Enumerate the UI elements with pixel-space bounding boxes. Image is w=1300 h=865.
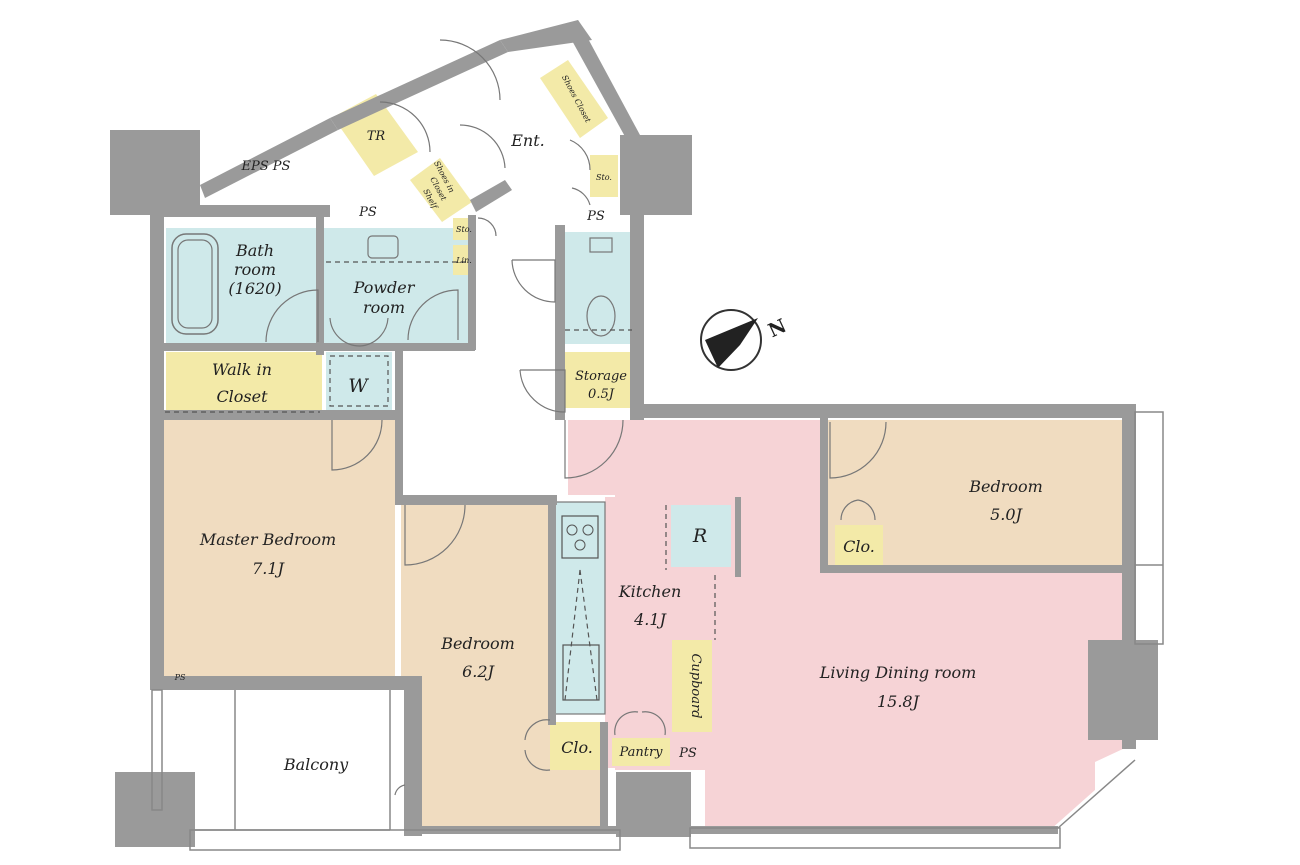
kitchen-label-2: 4.1J [633, 610, 667, 629]
cupboard-label: Cupboard [688, 653, 703, 718]
walk-in-closet-area [166, 352, 322, 410]
toilet-tank [589, 237, 613, 253]
clo-a-area [835, 525, 883, 565]
sto-b-area [590, 155, 618, 197]
bedroom-mid-label-1: Bedroom [440, 634, 515, 653]
washer-area [326, 352, 392, 410]
windows [151, 411, 1164, 851]
entrance-label: Ent. [510, 131, 545, 150]
walk-in-closet-label-1: Walk in [212, 360, 272, 379]
kitchen-label-1: Kitchen [618, 582, 682, 601]
clo-b-area [550, 722, 600, 770]
sto-b-label: Sto. [596, 173, 612, 182]
powder-room-label-2: room [363, 298, 405, 317]
kitchen-sink [562, 644, 600, 701]
toilet-area [565, 232, 633, 344]
powder-room-area [322, 228, 472, 348]
walls [110, 20, 1158, 847]
clo-b-label: Clo. [561, 738, 593, 757]
fridge-label: R [692, 525, 707, 547]
balcony-label: Balcony [283, 755, 349, 774]
column-n [620, 135, 692, 215]
shoes-in-closet-area [410, 158, 472, 222]
cupboard-area [672, 640, 712, 732]
column-s [616, 772, 691, 837]
living-dining-label-2: 15.8J [877, 692, 921, 711]
bath-room-label-3: (1620) [228, 279, 281, 298]
powder-room-label-1: Powder [353, 278, 416, 297]
bedroom-ne-label-1: Bedroom [968, 477, 1043, 496]
eps-ps-label: EPS PS [241, 159, 291, 174]
storage-area [565, 352, 633, 408]
ps-label-4: PS [678, 746, 697, 761]
bedroom-ne-label-2: 5.0J [990, 505, 1023, 524]
master-bedroom-label-1: Master Bedroom [199, 530, 336, 549]
sto-a-label: Sto. [456, 225, 472, 234]
storage-label-1: Storage [575, 369, 627, 384]
shoes-closet-area [540, 60, 608, 138]
bathtub [171, 233, 219, 335]
ps-label-3: PS [174, 673, 186, 682]
tr-label: TR [367, 129, 386, 144]
stove [561, 515, 599, 559]
lin-label: Lin. [455, 256, 472, 265]
bath-room-label-1: Bath [235, 241, 274, 260]
sink [367, 235, 399, 259]
ps-label-2: PS [586, 209, 605, 224]
master-bedroom-area [163, 418, 395, 676]
labels: EPS PS TR Ent. Shoes Closet Shoes in Clo… [174, 74, 1043, 774]
walk-in-closet-label-2: Closet [216, 387, 268, 406]
pantry-label: Pantry [618, 745, 663, 760]
north-arrow-icon: N [700, 309, 790, 371]
washer-label: W [348, 375, 369, 397]
fixtures [165, 233, 716, 701]
toilet-bowl [586, 295, 616, 337]
bath-room-label-2: room [234, 260, 276, 279]
bedroom-mid-label-2: 6.2J [462, 662, 495, 681]
column-nw [110, 130, 200, 215]
pantry-area [612, 738, 670, 766]
column-e [1088, 640, 1158, 740]
clo-a-label: Clo. [843, 537, 875, 556]
storage-label-2: 0.5J [588, 387, 615, 402]
master-bedroom-label-2: 7.1J [252, 559, 285, 578]
fridge-area [671, 505, 731, 567]
living-dining-label-1: Living Dining room [819, 663, 977, 682]
north-label: N [765, 315, 790, 342]
ps-label-1: PS [358, 205, 377, 220]
doors [265, 39, 887, 796]
